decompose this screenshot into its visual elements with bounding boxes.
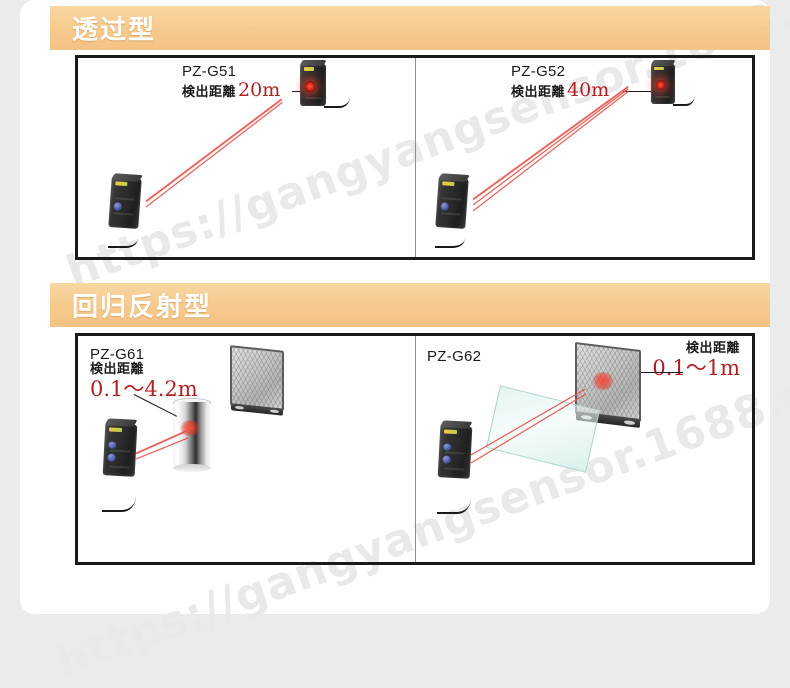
- leader-line-pz-g52: [623, 91, 655, 92]
- model-name-pz-g52: PZ-G52: [511, 63, 566, 80]
- sensor-receiver-pz-g51: [299, 60, 327, 106]
- distance-label-pz-g61: 検出距離: [90, 362, 145, 378]
- section-banner-label: 透过型: [72, 15, 157, 46]
- sensor-receiver-pz-g52: [650, 60, 676, 104]
- distance-value-pz-g51: 20m: [238, 79, 281, 102]
- retroreflector-panel-g61: [230, 345, 284, 417]
- sensor-cable-receiver-g52: [673, 78, 695, 106]
- section-banner-retroreflective: 回归反射型: [50, 283, 770, 327]
- model-name-pz-g61: PZ-G61: [90, 346, 145, 363]
- figure-panel-pz-g52: PZ-G52 検出距離 40m: [415, 58, 752, 257]
- figure-panel-pz-g62: PZ-G62 検出距離 0.1〜1m: [415, 336, 752, 562]
- label-pz-g61: PZ-G61 検出距離 0.1〜4.2m: [90, 346, 198, 401]
- label-pz-g51: PZ-G51 検出距離 20m: [182, 63, 280, 102]
- figure-frame-through-beam: PZ-G51 検出距離 20m: [75, 55, 755, 260]
- figure-frame-retroreflective: PZ-G61 検出距離 0.1〜4.2m: [75, 333, 755, 565]
- section-banner-through-beam: 透过型: [50, 6, 770, 50]
- beam-spot-g62: [591, 372, 615, 390]
- sensor-cable-emitter-g51: [108, 224, 138, 248]
- sensor-emitter-pz-g51: [108, 172, 143, 229]
- figure-panel-pz-g51: PZ-G51 検出距離 20m: [78, 58, 415, 257]
- panel-divider-2: [415, 336, 416, 562]
- sensor-cable-receiver-g51: [324, 80, 350, 108]
- light-beam-lower-g51: [145, 101, 284, 208]
- sensor-cable-emitter-g52: [435, 224, 465, 248]
- label-pz-g52: PZ-G52 検出距離 40m: [511, 63, 609, 102]
- label-distance-pz-g62: 検出距離 0.1〜1m: [652, 341, 740, 380]
- light-beam-3-g52: [472, 90, 629, 212]
- model-name-pz-g62: PZ-G62: [427, 348, 482, 365]
- model-name-pz-g51: PZ-G51: [182, 63, 237, 80]
- sensor-cable-g62: [437, 474, 471, 514]
- leader-line-pz-g62: [639, 372, 683, 373]
- distance-value-pz-g52: 40m: [567, 79, 610, 102]
- light-beam-upper-g51: [145, 97, 283, 203]
- sensor-pz-g61: [102, 418, 139, 477]
- section-banner-label-2: 回归反射型: [72, 292, 213, 323]
- distance-label-pz-g62: 検出距離: [685, 341, 740, 356]
- distance-value-pz-g61: 0.1〜4.2m: [90, 377, 198, 402]
- distance-value-pz-g62: 0.1〜1m: [652, 355, 740, 380]
- product-card: https://gangyangsensor.1688.com/ https:/…: [20, 0, 790, 688]
- distance-label-pz-g51: 検出距離: [182, 85, 237, 101]
- sensor-emitter-pz-g52: [435, 172, 470, 229]
- sensor-pz-g62: [437, 420, 474, 479]
- panel-divider: [415, 58, 416, 257]
- light-beam-1-g52: [472, 85, 630, 201]
- distance-label-pz-g52: 検出距離: [511, 85, 566, 101]
- sensor-cable-g61: [102, 472, 136, 512]
- light-beam-2-g52: [472, 87, 629, 206]
- figure-panel-pz-g61: PZ-G61 検出距離 0.1〜4.2m: [78, 336, 415, 562]
- label-pz-g62: PZ-G62: [427, 348, 481, 365]
